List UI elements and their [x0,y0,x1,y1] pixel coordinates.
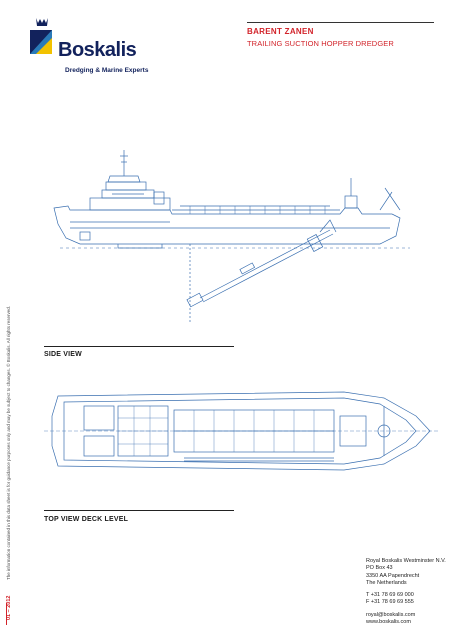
top-view-drawing [44,391,440,471]
disclaimer: The information contained in this data s… [6,306,11,580]
country: The Netherlands [366,579,407,586]
crown-logo-icon [30,18,52,54]
side-view-rule [44,346,234,347]
vessel-type: TRAILING SUCTION HOPPER DREDGER [247,39,394,48]
brand-tagline: Dredging & Marine Experts [65,67,149,74]
vessel-name: BARENT ZANEN [247,27,314,36]
top-view-label: TOP VIEW DECK LEVEL [44,516,129,523]
address-block: Royal Boskalis Westminster N.V. PO Box 4… [366,558,446,626]
website-link[interactable]: www.boskalis.com [366,619,411,626]
fax: F +31 78 69 69 555 [366,599,414,606]
po-box: PO Box 43 [366,565,393,572]
city: 3350 AA Papendrecht [366,572,420,579]
company-name: Royal Boskalis Westminster N.V. [366,558,446,564]
side-view-drawing [53,150,410,323]
header-rule [247,22,434,23]
email-link[interactable]: royal@boskalis.com [366,611,416,618]
brand-name: Boskalis [58,39,137,61]
phone: T +31 78 69 69 000 [366,592,414,599]
margin-accent-bar [6,603,7,625]
issue-date: 01 – 2012 [6,595,12,620]
top-view-rule [44,510,234,511]
side-view-label: SIDE VIEW [44,351,82,358]
boskalis-logo: Boskalis Dredging & Marine Experts [26,14,148,74]
